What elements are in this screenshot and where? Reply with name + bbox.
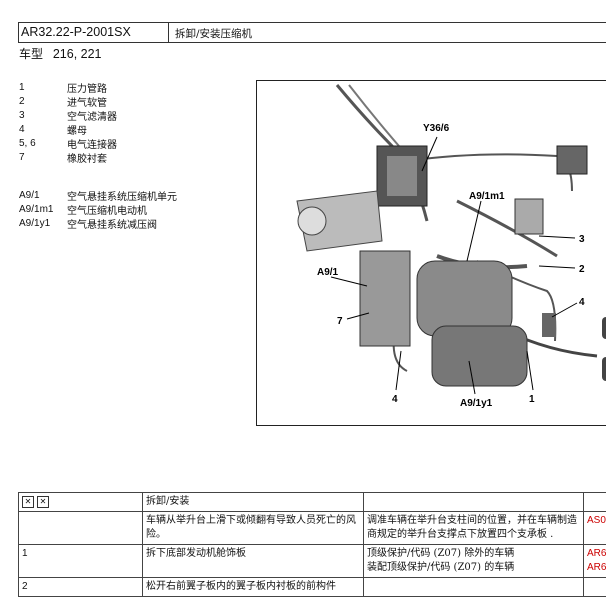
legend-text: 电气连接器 xyxy=(67,139,117,151)
figure-label-4-right: 4 xyxy=(579,297,585,308)
table-row: 2 松开右前翼子板内的翼子板内衬板的前构件 xyxy=(18,577,606,597)
component-code: A9/1m1 xyxy=(19,203,54,215)
table-header-title: 拆卸/安装 xyxy=(142,492,364,512)
figure-label-4-bottom: 4 xyxy=(392,394,398,405)
step-note: 装配顶级保护/代码 (Z07) 的车辆 xyxy=(367,562,515,573)
step-text: 拆下底部发动机舱饰板 xyxy=(142,544,364,578)
legend-item: 7 橡胶衬套 xyxy=(19,150,117,165)
table-header-empty xyxy=(583,492,606,512)
table-row: 车辆从举升台上滑下或倾翻有导致人员死亡的风险。 调准车辆在举升台支柱间的位置，并… xyxy=(18,511,606,545)
step-notes: 顶级保护/代码 (Z07) 除外的车辆 装配顶级保护/代码 (Z07) 的车辆 xyxy=(363,544,584,578)
legend-number: 5, 6 xyxy=(19,137,36,149)
expand-all-icon[interactable]: ✕ xyxy=(22,496,34,508)
reference-link[interactable]: AS0 xyxy=(583,511,606,545)
legend-item: 1 压力管路 xyxy=(19,80,117,95)
table-row: 1 拆下底部发动机舱饰板 顶级保护/代码 (Z07) 除外的车辆 装配顶级保护/… xyxy=(18,544,606,578)
procedure-table: ✕✕ 拆卸/安装 车辆从举升台上滑下或倾翻有导致人员死亡的风险。 调准车辆在举升… xyxy=(18,492,606,597)
figure-label-a9-1m1: A9/1m1 xyxy=(469,191,505,202)
vehicle-model: 车型 216, 221 xyxy=(19,45,102,62)
legend-text: 橡胶衬套 xyxy=(67,153,107,165)
compressor-illustration: Y36/6 A9/1m1 A9/1 7 3 2 4 4 A9/1y1 1 xyxy=(296,84,606,409)
step-notes xyxy=(363,577,584,597)
document-code: AR32.22-P-2001SX xyxy=(19,23,169,42)
step-references xyxy=(583,577,606,597)
figure-label-y36-6: Y36/6 xyxy=(423,123,450,134)
compressor-figure: Y36/6 A9/1m1 A9/1 7 3 2 4 4 A9/1y1 1 xyxy=(256,80,606,426)
step-references: AR6 AR6 xyxy=(583,544,606,578)
figure-label-3: 3 xyxy=(579,234,585,245)
legend-item: 3 空气滤清器 xyxy=(19,108,117,123)
expand-collapse-cell: ✕✕ xyxy=(18,492,143,512)
legend-number: 2 xyxy=(19,95,25,107)
legend-number: 1 xyxy=(19,81,25,93)
legend-text: 压力管路 xyxy=(67,83,107,95)
document-title: 拆卸/安装压缩机 xyxy=(175,28,253,40)
collapse-all-icon[interactable]: ✕ xyxy=(37,496,49,508)
component-text: 空气压缩机电动机 xyxy=(67,205,147,217)
step-number: 2 xyxy=(18,577,143,597)
legend-item: 4 螺母 xyxy=(19,122,117,137)
legend-text: 进气软管 xyxy=(67,97,107,109)
component-text: 空气悬挂系统压缩机单元 xyxy=(67,191,177,203)
legend-item: 2 进气软管 xyxy=(19,94,117,109)
legend-number: 7 xyxy=(19,151,25,163)
figure-label-1: 1 xyxy=(529,394,535,405)
document-header: AR32.22-P-2001SX 拆卸/安装压缩机 xyxy=(18,22,606,43)
component-text: 空气悬挂系统减压阀 xyxy=(67,219,157,231)
legend-components: A9/1 空气悬挂系统压缩机单元 A9/1m1 空气压缩机电动机 A9/1y1 空气悬… xyxy=(19,188,177,231)
warning-text: 车辆从举升台上滑下或倾翻有导致人员死亡的风险。 xyxy=(142,511,364,545)
model-value: 216, 221 xyxy=(52,47,102,61)
legend-number: 3 xyxy=(19,109,25,121)
legend-item: A9/1 空气悬挂系统压缩机单元 xyxy=(19,188,177,203)
reference-link[interactable]: AR6 xyxy=(587,548,606,559)
reference-link[interactable]: AR6 xyxy=(587,562,606,573)
figure-label-7: 7 xyxy=(337,316,343,327)
legend-text: 螺母 xyxy=(67,125,87,137)
component-code: A9/1y1 xyxy=(19,217,51,229)
legend-item: A9/1y1 空气悬挂系统减压阀 xyxy=(19,216,177,231)
table-header-empty xyxy=(363,492,584,512)
legend-item: 5, 6 电气连接器 xyxy=(19,136,117,151)
table-header-row: ✕✕ 拆卸/安装 xyxy=(18,492,606,512)
step-number-cell xyxy=(18,511,143,545)
legend-numbers: 1 压力管路 2 进气软管 3 空气滤清器 4 螺母 5, 6 电气连接器 7 橡胶衬套 xyxy=(19,80,117,165)
figure-label-2: 2 xyxy=(579,264,585,275)
legend-item: A9/1m1 空气压缩机电动机 xyxy=(19,202,177,217)
step-number: 1 xyxy=(18,544,143,578)
warning-measure: 调准车辆在举升台支柱间的位置，并在车辆制造商规定的举升台支撑点下放置四个支承板 … xyxy=(363,511,584,545)
model-label: 车型 xyxy=(19,47,44,61)
figure-label-a9-1y1: A9/1y1 xyxy=(460,398,493,409)
figure-label-a9-1: A9/1 xyxy=(317,267,339,278)
step-text: 松开右前翼子板内的翼子板内衬板的前构件 xyxy=(142,577,364,597)
step-note: 顶级保护/代码 (Z07) 除外的车辆 xyxy=(367,548,515,559)
legend-text: 空气滤清器 xyxy=(67,111,117,123)
legend-number: 4 xyxy=(19,123,25,135)
component-code: A9/1 xyxy=(19,189,40,201)
